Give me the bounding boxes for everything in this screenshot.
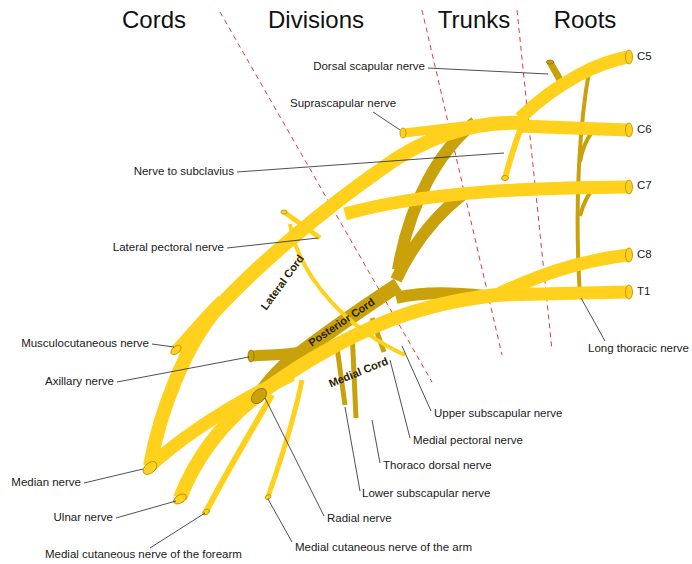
nerve-label: Medial cutaneous nerve of the arm bbox=[295, 541, 472, 554]
root-name: C7 bbox=[637, 179, 652, 192]
nerve-label: Radial nerve bbox=[327, 512, 392, 525]
nerve-label: Medial cutaneous nerve of the forearm bbox=[45, 548, 242, 561]
nerve-label: Musculocutaneous nerve bbox=[21, 337, 149, 350]
cord-name: Medial Cord bbox=[326, 354, 389, 389]
leader-line bbox=[84, 68, 605, 548]
nerve-label: Dorsal scapular nerve bbox=[313, 60, 425, 73]
nerve-label: Median nerve bbox=[11, 476, 81, 489]
nerve-label: Thoraco dorsal nerve bbox=[383, 459, 492, 472]
nerve-end bbox=[141, 50, 633, 516]
nerve-label: Ulnar nerve bbox=[54, 511, 113, 524]
nerve-end bbox=[248, 60, 554, 407]
root-name: C6 bbox=[637, 123, 652, 136]
nerve-label: Long thoracic nerve bbox=[588, 342, 689, 355]
nerve-bands bbox=[150, 57, 628, 512]
nerve-label: Upper subscapular nerve bbox=[434, 407, 563, 420]
nerve-label: Nerve to subclavius bbox=[134, 165, 234, 178]
nerve-label: Lateral pectoral nerve bbox=[113, 241, 224, 254]
root-name: C8 bbox=[637, 248, 652, 261]
root-name: T1 bbox=[637, 285, 650, 298]
column-heading: Divisions bbox=[268, 6, 364, 34]
nerve-label: Medial pectoral nerve bbox=[413, 434, 523, 447]
nerve-label: Suprascapular nerve bbox=[290, 97, 396, 110]
root-name: C5 bbox=[637, 50, 652, 63]
nerve-label: Axillary nerve bbox=[45, 375, 114, 388]
column-heading: Trunks bbox=[438, 6, 510, 34]
column-heading: Roots bbox=[554, 6, 617, 34]
column-heading: Cords bbox=[122, 6, 186, 34]
nerve-label: Lower subscapular nerve bbox=[362, 487, 491, 500]
